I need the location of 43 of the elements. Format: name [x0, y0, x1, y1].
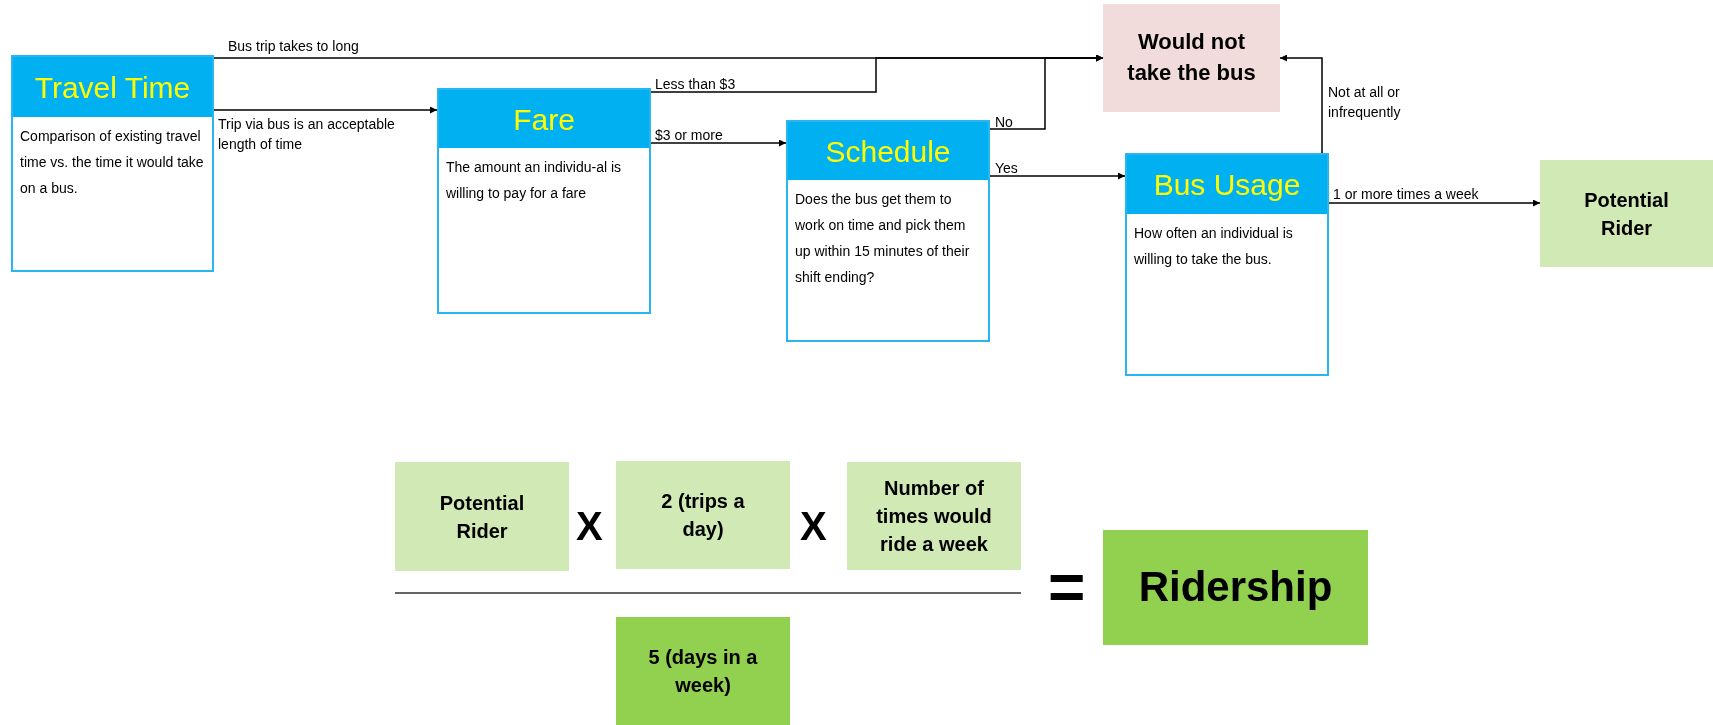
operator-sign: =	[1048, 551, 1086, 623]
process-box	[11, 55, 214, 272]
box-label: Potential Rider	[438, 490, 526, 544]
box-label: 5 (days in a week)	[647, 645, 759, 698]
edge-label: Yes	[995, 160, 1018, 176]
operator-sign: X	[800, 504, 827, 548]
box-label: Potential Rider	[1583, 187, 1670, 241]
arrow	[989, 172, 1126, 180]
arrow	[1328, 199, 1541, 207]
box-heading: Schedule	[825, 133, 951, 170]
operator-sign: X	[576, 504, 603, 548]
formula-box	[616, 617, 790, 725]
box-heading: Bus Usage	[1153, 167, 1301, 203]
edge-label: $3 or more	[655, 127, 723, 143]
edge-label: Less than $3	[655, 76, 736, 92]
edge-label: 1 or more times a week	[1333, 186, 1479, 202]
box-description: How often an individual is willing to take the bus.	[1134, 225, 1293, 267]
box-label: Would not take the bus	[1126, 28, 1257, 87]
arrow	[989, 54, 1104, 130]
arrow	[213, 106, 438, 114]
box-description: The amount an individu-al is willing to pay for a fare	[446, 159, 622, 201]
edge-label: Trip via bus is an acceptable length of time	[218, 116, 395, 152]
process-box	[1125, 153, 1329, 376]
edge-label: Not at all or infrequently	[1328, 84, 1401, 120]
formula-box	[1103, 530, 1368, 645]
formula-box	[847, 462, 1021, 570]
outcome-box	[1103, 4, 1280, 112]
edge-label: Bus trip takes to long	[228, 38, 359, 54]
edge-label: No	[995, 114, 1013, 130]
box-heading: Fare	[513, 101, 575, 138]
formula-box	[395, 462, 569, 571]
formula-box	[616, 461, 790, 569]
box-description: Comparison of existing travel time vs. the time it would take on a bus.	[20, 128, 204, 196]
box-label: Ridership	[1138, 562, 1333, 613]
box-description: Does the bus get them to work on time and pick them up within 15 minutes of their shift ending?	[795, 191, 970, 285]
box-label: 2 (trips a day)	[660, 489, 746, 542]
process-box	[437, 88, 651, 314]
box-label: Number of times would ride a week	[875, 476, 993, 557]
formula-box	[1540, 160, 1713, 267]
arrow	[650, 139, 787, 147]
box-heading: Travel Time	[34, 69, 191, 106]
arrow	[1279, 54, 1323, 154]
process-box	[786, 120, 990, 342]
